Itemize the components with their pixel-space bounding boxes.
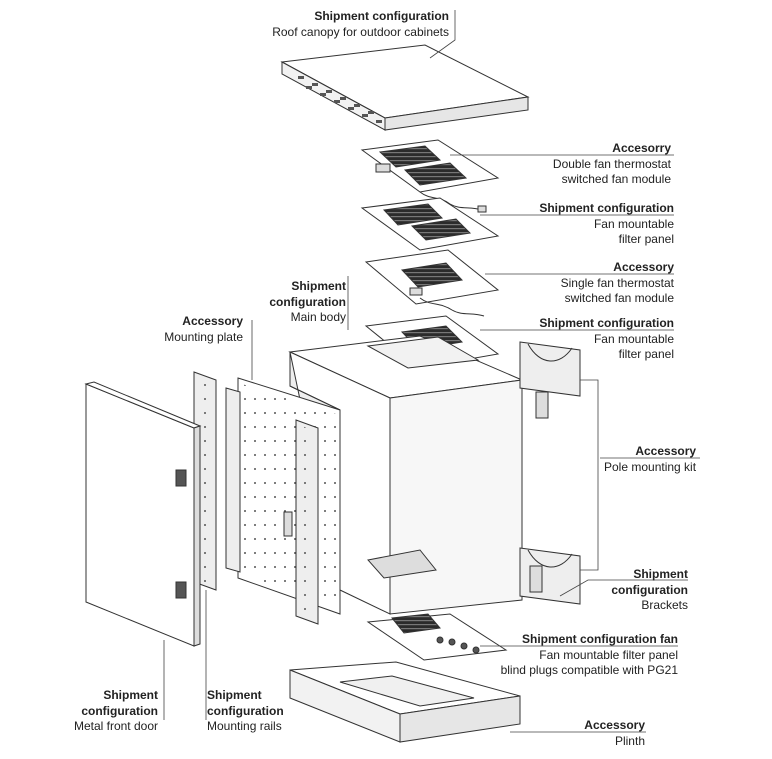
leader-brackets [559,579,688,597]
label-brackets: Shipment configuration Brackets [611,567,688,614]
bottom-fan-panel [366,613,508,661]
label-heading: Accessory [613,260,674,274]
label-heading: Shipment [633,567,688,581]
label-mounting-plate: Accessory Mounting plate [164,314,243,345]
front-door [84,381,202,647]
mounting-rails [193,371,319,625]
label-line: Brackets [641,598,688,612]
label-heading: Shipment configuration [539,201,674,215]
label-heading: Accesorry [612,141,671,155]
label-heading: configuration [207,703,284,718]
fan-filter-panel-top [360,197,500,251]
label-main-body: Shipment configuration Main body [269,279,346,326]
label-heading: Accessory [635,444,697,458]
label-heading: Accessory [182,314,243,328]
label-heading: Shipment [291,279,346,293]
label-heading: Shipment configuration fan [522,632,678,646]
label-heading: Shipment [207,688,262,702]
label-fan-bottom: Shipment configuration fan Fan mountable… [501,632,678,679]
double-fan-module [360,139,500,193]
leader-roof [429,10,456,59]
label-mounting-rails: Shipment configuration Mounting rails [207,688,284,735]
label-line: filter panel [618,232,674,246]
label-line: Roof canopy for outdoor cabinets [272,24,449,39]
label-front-door: Shipment configuration Metal front door [74,688,158,735]
label-line: Fan mountable [593,216,674,231]
leader-pole-bracket [580,379,599,571]
mounting-plate-bracket [225,387,241,573]
label-single-fan: Accessory Single fan thermostat switched… [561,260,674,307]
label-line: Mounting rails [207,719,282,733]
label-line: Main body [290,310,346,324]
label-heading: Shipment configuration [539,316,674,330]
label-line: Double fan thermostat [552,156,671,171]
label-plinth: Accessory Plinth [584,718,645,749]
label-line: blind plugs compatible with PG21 [500,663,678,677]
pole-mounting-kit [519,341,581,605]
label-line: switched fan module [561,172,671,186]
mounting-plate [237,377,341,615]
label-fan-filter-top: Shipment configuration Fan mountable fil… [539,201,674,248]
label-heading: Shipment configuration [314,9,449,23]
label-pole-kit: Accessory Pole mounting kit [604,444,696,475]
label-heading: configuration [611,582,688,597]
label-line: Plinth [614,733,645,748]
label-fan-filter-mid: Shipment configuration Fan mountable fil… [539,316,674,363]
label-line: Fan mountable filter panel [539,647,678,662]
label-line: Fan mountable [593,331,674,346]
label-line: Metal front door [73,719,158,733]
plinth [289,661,521,743]
label-heading: configuration [269,294,346,309]
label-heading: Accessory [584,718,645,732]
label-line: filter panel [618,347,674,361]
label-heading: Shipment [103,688,158,702]
label-line: Mounting plate [164,329,243,344]
label-heading: configuration [81,703,158,718]
label-line: Pole mounting kit [604,459,697,474]
label-double-fan: Accesorry Double fan thermostat switched… [553,141,671,188]
label-roof-canopy: Shipment configuration Roof canopy for o… [272,9,449,40]
label-line: switched fan module [564,291,674,305]
single-fan-module [364,249,500,305]
label-line: Single fan thermostat [560,275,674,290]
roof-canopy [280,44,530,131]
